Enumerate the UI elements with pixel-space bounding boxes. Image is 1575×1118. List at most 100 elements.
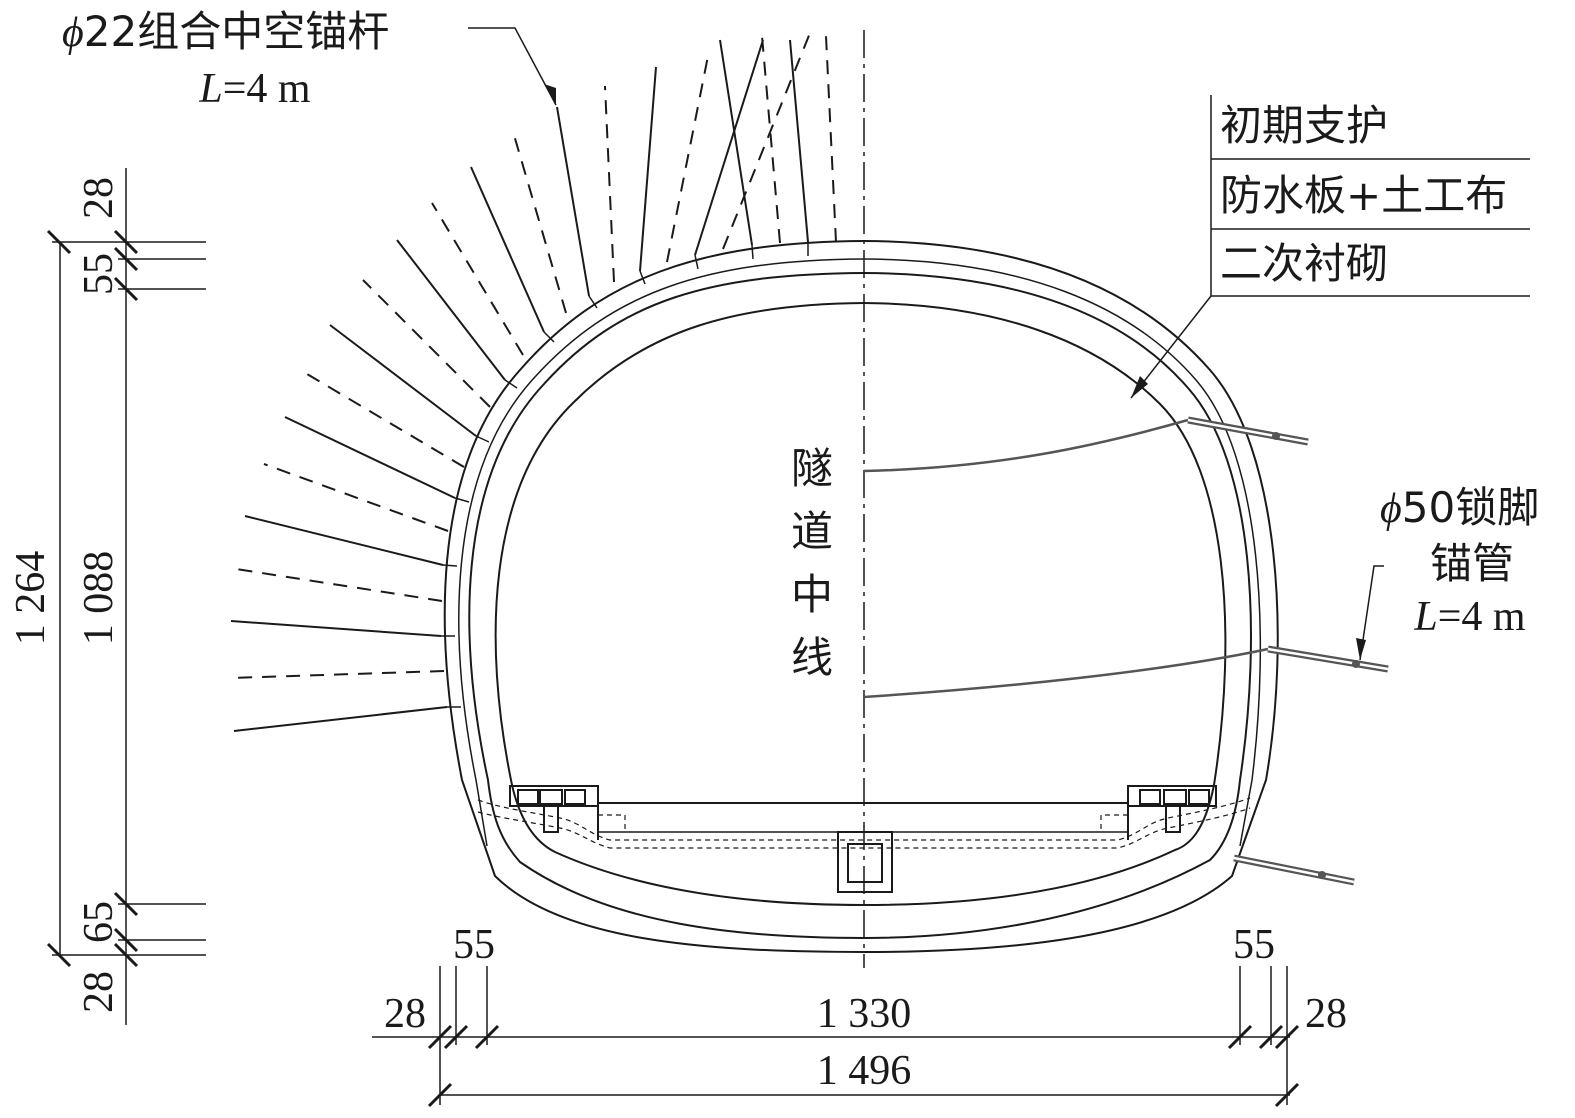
rock-bolt <box>722 32 811 250</box>
bolt-leader-line <box>468 27 557 106</box>
centerline-char: 隧 <box>791 444 833 493</box>
pipe-joint <box>1352 660 1360 668</box>
rock-bolt <box>230 670 445 679</box>
waterproof-layer <box>458 258 1262 847</box>
layer-legend: 初期支护 防水板+土工布 二次衬砌 <box>1130 95 1530 399</box>
horizontal-dimensions: 28 55 1 330 55 28 1 496 <box>372 922 1347 1108</box>
bolt-length-label: L=4 m <box>198 66 311 112</box>
support-tick <box>454 497 470 503</box>
support-tick <box>588 295 598 309</box>
rock-bolt <box>329 324 477 437</box>
drain-outlet-left <box>598 814 626 832</box>
centerline-char: 道 <box>791 507 833 556</box>
dim-vertical-total: 1 264 <box>8 551 54 646</box>
pipe-joint <box>1318 871 1326 879</box>
lock-pipe-name-label: 锚管 <box>1430 539 1514 588</box>
rock-bolt <box>666 50 710 263</box>
dim-h-inner: 1 330 <box>817 991 912 1037</box>
vertical-dimensions: 1 264 1 088 28 55 65 28 <box>8 168 206 1025</box>
rock-bolt <box>513 134 567 314</box>
rock-bolt <box>244 515 444 566</box>
rock-bolt <box>431 202 524 356</box>
rock-bolt <box>235 568 443 602</box>
rock-bolt <box>362 279 491 408</box>
inner-clearance-boundary <box>494 301 1227 907</box>
dim-ticks <box>427 1024 1300 1108</box>
support-tick <box>475 435 490 443</box>
rock-bolt <box>719 39 753 246</box>
bolt-spec-label: ϕ22组合中空锚杆 <box>62 7 389 56</box>
rock-bolts <box>230 32 837 732</box>
rock-bolt <box>301 370 465 468</box>
rock-bolt <box>230 620 442 637</box>
left-ditch-cell <box>564 789 586 805</box>
lock-pipe-spec-label: ϕ50锁脚 <box>1380 483 1539 532</box>
drainage-pipe <box>477 797 1251 841</box>
rock-bolt <box>825 35 837 243</box>
dim-v-top-inner: 55 <box>76 253 122 295</box>
rock-bolt <box>284 416 456 499</box>
support-tick <box>639 270 646 285</box>
support-tick <box>504 379 518 389</box>
lock-pipe-leader-arrow <box>1356 638 1366 660</box>
tunnel-lining <box>441 239 1279 954</box>
left-ditch-cell <box>539 789 563 805</box>
right-ditch-cell <box>1188 789 1210 805</box>
support-tick <box>694 254 699 270</box>
rock-bolt <box>263 463 449 532</box>
dim-h-left-inner: 55 <box>453 922 495 968</box>
arch-curve-upper <box>863 418 1189 473</box>
center-drain-outer <box>837 831 893 893</box>
centerline-label: 隧 道 中 线 <box>791 444 833 682</box>
rock-bolt <box>761 35 781 244</box>
support-tick <box>442 564 458 567</box>
rock-bolt <box>396 239 506 381</box>
rock-bolt <box>556 106 590 297</box>
dim-vertical-inner: 1 088 <box>76 551 122 646</box>
arch-curve-lower <box>863 647 1269 699</box>
right-ditch-cell <box>1139 789 1161 805</box>
rock-bolt <box>233 706 448 732</box>
right-ditch-post <box>1165 805 1181 833</box>
support-tick <box>751 244 754 260</box>
left-ditch-post <box>543 805 559 833</box>
lock-pipe-leader-line <box>1359 565 1384 661</box>
invert-details <box>477 785 1251 893</box>
dim-v-top-outer: 28 <box>76 177 122 219</box>
rock-bolt <box>470 166 545 333</box>
lock-pipes <box>863 416 1389 886</box>
pipe-joint <box>1272 432 1280 440</box>
dim-h-right-outer: 28 <box>1305 991 1347 1037</box>
lock-pipe-length-label: L=4 m <box>1413 594 1526 640</box>
layer-label-secondary-lining: 二次衬砌 <box>1220 239 1388 288</box>
secondary-lining-outer <box>468 271 1252 940</box>
rock-bolt <box>604 85 615 283</box>
layer-label-waterproof: 防水板+土工布 <box>1220 171 1507 220</box>
left-ditch-cell <box>517 789 539 805</box>
dim-v-bottom-inner: 65 <box>76 901 122 943</box>
lining-outer-boundary <box>443 239 1279 954</box>
lock-pipe-middle <box>1267 645 1389 673</box>
dim-h-left-outer: 28 <box>384 991 426 1037</box>
dim-h-total: 1 496 <box>817 1048 912 1094</box>
layer-label-primary-support: 初期支护 <box>1220 101 1388 150</box>
center-drain-inner <box>847 843 883 883</box>
dim-v-bottom-outer: 28 <box>76 971 122 1013</box>
rock-bolt <box>789 39 809 243</box>
bolt-leader-arrow <box>544 84 556 105</box>
centerline-char: 中 <box>791 570 833 619</box>
lock-pipe-upper <box>1187 416 1309 446</box>
dim-h-right-inner: 55 <box>1233 922 1275 968</box>
dim-ticks <box>46 229 139 968</box>
rock-bolt <box>694 39 764 256</box>
right-ditch-cell <box>1163 789 1187 805</box>
drain-outlet-right <box>1100 814 1128 832</box>
centerline-char: 线 <box>791 633 833 682</box>
bolt-leader <box>468 27 557 106</box>
support-tick <box>543 331 555 343</box>
rock-bolt <box>639 66 657 272</box>
legend-leader-arrow <box>1131 376 1148 398</box>
drainage-pipe <box>477 807 1251 849</box>
